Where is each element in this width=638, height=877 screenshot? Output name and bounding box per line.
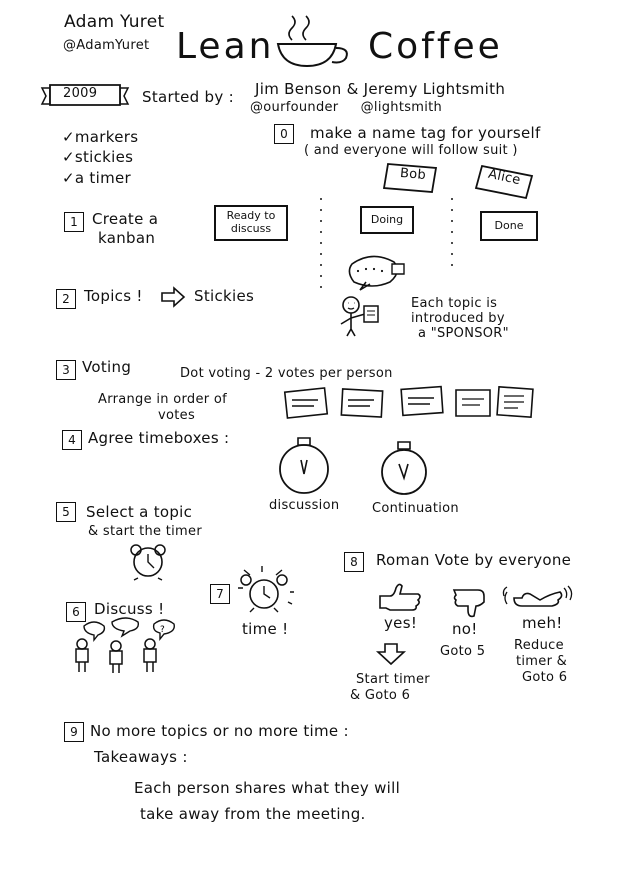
kanban-column-done: Done (480, 211, 538, 241)
step-5-line2: & start the timer (88, 524, 202, 539)
vote-no: no! (452, 620, 478, 638)
yes-action-2: & Goto 6 (350, 688, 411, 703)
alarm-clock-icon (128, 544, 168, 580)
kanban-column-doing: Doing (360, 206, 414, 234)
year-label: 2009 (63, 86, 98, 101)
name-tag-alice (474, 164, 536, 204)
kanban-dividers (316, 198, 456, 288)
name-tag-bob (382, 162, 442, 198)
takeaways-line2: take away from the meeting. (140, 805, 366, 823)
takeaways-label: Takeaways : (94, 748, 188, 766)
step-6-number: 6 (66, 602, 86, 622)
yes-action-1: Start timer (356, 672, 430, 687)
continuation-clock-icon (372, 442, 436, 498)
started-by-label: Started by : (142, 88, 234, 106)
step-2-stickies: Stickies (194, 287, 255, 305)
sponsor-line1: Each topic is (411, 296, 498, 311)
year-banner (40, 84, 130, 110)
page-title-coffee: Coffee (368, 26, 503, 67)
supply-timer: ✓a timer (62, 169, 131, 187)
step-3-label: Voting (82, 358, 132, 376)
step-0-text: make a name tag for yourself (310, 124, 541, 142)
meh-action-2: timer & (516, 654, 568, 669)
discussion-clock-icon (272, 438, 336, 498)
step-1-line1: Create a (92, 210, 159, 228)
step-8-number: 8 (344, 552, 364, 572)
thumbs-up-icon (378, 580, 428, 610)
thumbs-down-icon (452, 586, 496, 620)
arrow-right-icon (160, 287, 186, 307)
author-handle: @AdamYuret (63, 38, 150, 53)
step-9-number: 9 (64, 722, 84, 742)
vote-meh: meh! (522, 614, 563, 632)
author-name: Adam Yuret (64, 12, 165, 32)
step-4-number: 4 (62, 430, 82, 450)
takeaways-line1: Each person shares what they will (134, 779, 401, 797)
no-action: Goto 5 (440, 644, 486, 659)
sponsor-line2: introduced by (411, 311, 505, 326)
step-3-number: 3 (56, 360, 76, 380)
founder-handles: @ourfounder @lightsmith (250, 100, 443, 115)
step-1-line2: kanban (98, 229, 156, 247)
step-5-line1: Select a topic (86, 503, 193, 521)
discussion-people-icon: ? (70, 618, 180, 673)
step-6-label: Discuss ! (94, 600, 165, 618)
sponsor-line3: a "SPONSOR" (418, 326, 509, 341)
step-7-label: time ! (242, 620, 289, 638)
page-title-lean: Lean (176, 26, 275, 67)
arrow-down-icon (376, 642, 406, 666)
founders: Jim Benson & Jeremy Lightsmith (255, 80, 506, 98)
coffee-cup-icon (270, 14, 360, 69)
svg-text:?: ? (160, 625, 165, 635)
step-7-number: 7 (210, 584, 230, 604)
step-0-number: 0 (274, 124, 294, 144)
supply-stickies: ✓stickies (62, 148, 134, 166)
ringing-alarm-icon (238, 566, 296, 618)
arrange-line1: Arrange in order of (98, 392, 227, 407)
step-2-topics: Topics ! (84, 287, 143, 305)
step-5-number: 5 (56, 502, 76, 522)
step-0-note: ( and everyone will follow suit ) (304, 143, 518, 158)
sideways-thumb-icon (502, 584, 572, 614)
vote-yes: yes! (384, 614, 418, 632)
step-4-label: Agree timeboxes : (88, 429, 230, 447)
meh-action-3: Goto 6 (522, 670, 568, 685)
name-tag-bob-label: Bob (399, 165, 427, 184)
dot-voting-text: Dot voting - 2 votes per person (180, 366, 393, 381)
meh-action-1: Reduce (514, 638, 564, 653)
voted-stickies (284, 386, 534, 422)
step-9-label: No more topics or no more time : (90, 722, 349, 740)
supply-markers: ✓markers (62, 128, 139, 146)
clock-label-continuation: Continuation (372, 501, 459, 516)
arrange-line2: votes (158, 408, 196, 423)
clock-label-discussion: discussion (269, 498, 340, 513)
step-8-label: Roman Vote by everyone (376, 551, 572, 569)
kanban-column-ready: Ready to discuss (214, 205, 288, 241)
step-2-number: 2 (56, 289, 76, 309)
sponsor-figure-icon (336, 256, 416, 336)
step-1-number: 1 (64, 212, 84, 232)
